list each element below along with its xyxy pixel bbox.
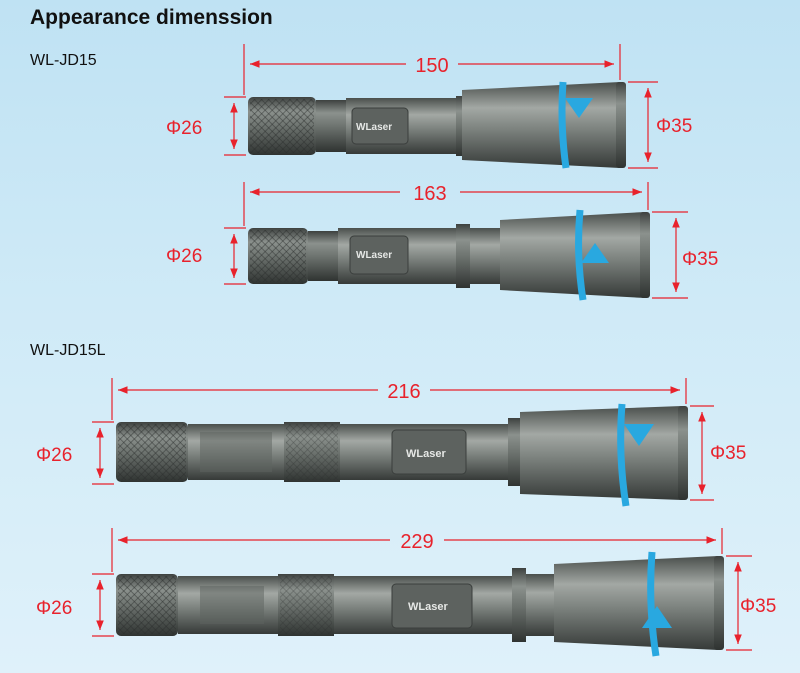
small-diameter: Φ26 <box>36 445 72 466</box>
brand-label: WLaser <box>408 601 448 613</box>
large-diameter: Φ35 <box>656 116 692 137</box>
large-diameter: Φ35 <box>710 443 746 464</box>
length-dimension: 150 <box>415 55 448 77</box>
view-1: WLaser 150 Φ26 Φ35 <box>166 44 692 169</box>
small-diameter: Φ26 <box>166 246 202 267</box>
small-diameter: Φ26 <box>166 118 202 139</box>
model-label-jd15: WL-JD15 <box>30 52 97 69</box>
view-4: WLaser 229 Φ26 Φ35 <box>36 528 776 657</box>
large-diameter: Φ35 <box>682 249 718 270</box>
length-dimension: 229 <box>400 531 433 553</box>
page-title: Appearance dimenssion <box>30 6 273 29</box>
large-diameter: Φ35 <box>740 596 776 617</box>
small-diameter: Φ26 <box>36 598 72 619</box>
view-2: WLaser 163 Φ26 Φ35 <box>166 182 718 301</box>
length-dimension: 216 <box>387 381 420 403</box>
model-label-jd15l: WL-JD15L <box>30 342 106 359</box>
length-dimension: 163 <box>413 183 446 205</box>
brand-label: WLaser <box>356 250 392 261</box>
view-3: WLaser 216 Φ26 Φ35 <box>36 378 746 507</box>
brand-label: WLaser <box>356 122 392 133</box>
brand-label: WLaser <box>406 448 446 460</box>
